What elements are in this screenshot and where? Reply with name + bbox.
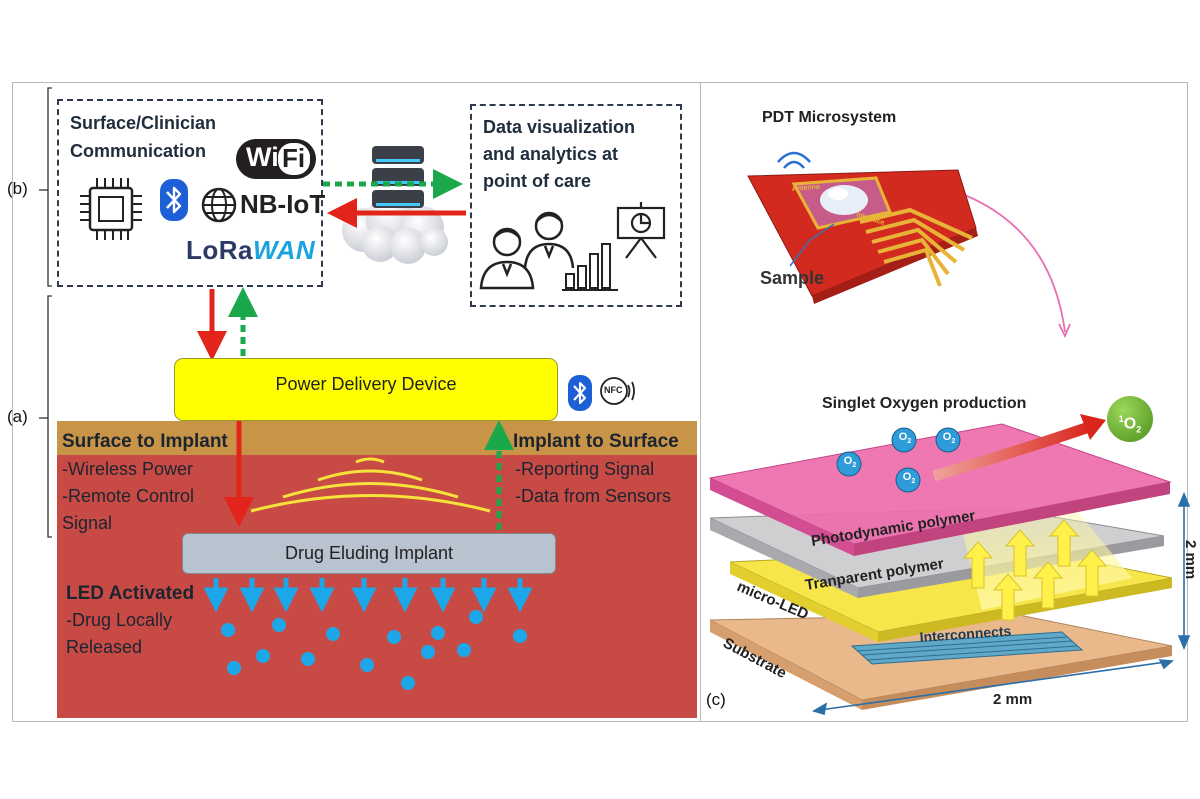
- drug-dot: [457, 643, 471, 657]
- nfc-label: NFC: [604, 385, 623, 395]
- dimension-height: 2 mm: [1182, 540, 1198, 579]
- wifi-logo-text-b: Fi: [282, 143, 306, 173]
- panel-label-a: (a): [7, 407, 28, 426]
- o2-sub: 2: [911, 478, 916, 486]
- presentation-icon: [616, 202, 666, 259]
- bluetooth-icon-device: [568, 375, 592, 411]
- sample-label: Sample: [760, 268, 825, 288]
- bar-chart-icon: [562, 243, 618, 291]
- drug-dot: [227, 661, 241, 675]
- o2-o: O: [843, 455, 853, 467]
- led-activated-item: Released: [66, 637, 143, 657]
- drug-dot: [221, 623, 235, 637]
- singlet-o2-pre: 1: [1118, 414, 1124, 424]
- drug-dot: [469, 610, 483, 624]
- singlet-oxygen-label: Singlet Oxygen production: [822, 395, 1027, 412]
- power-delivery-device: Power Delivery Device: [174, 358, 558, 421]
- drug-dot: [387, 630, 401, 644]
- nbiot-label: NB-IoT: [240, 189, 326, 219]
- surface-communication-box: [57, 99, 323, 287]
- wifi-logo-badge: Fi: [278, 143, 310, 175]
- panel-divider: [700, 82, 701, 722]
- chip-antenna-label: Antenna: [792, 184, 821, 193]
- chip-icon: [80, 178, 142, 240]
- lorawan-text-a: LoRa: [186, 235, 253, 265]
- surface-to-implant-title: Surface to Implant: [62, 431, 228, 452]
- tissue-region: [57, 455, 697, 718]
- pdt-chip-illustration: Antenna Interface: [747, 151, 1071, 339]
- o2-sub: 2: [907, 438, 912, 446]
- o2-sub: 2: [951, 438, 956, 446]
- panel-brackets: [39, 87, 52, 538]
- wireless-waves: [250, 457, 491, 513]
- drug-dot: [360, 658, 374, 672]
- data-box-line1: Data visualization: [483, 117, 636, 137]
- figure-frame: [12, 82, 1188, 722]
- led-activated-item: -Drug Locally: [66, 610, 173, 630]
- drug-dot: [421, 645, 435, 659]
- drug-dot: [431, 626, 445, 640]
- implant-to-surface-item: -Reporting Signal: [515, 459, 655, 479]
- surface-to-implant-item: -Remote Control: [62, 486, 195, 506]
- lorawan-text-b: WAN: [253, 235, 316, 265]
- surface-band: [57, 421, 697, 455]
- cloud-server-icon: [342, 146, 448, 264]
- layer-interconnects: Interconnects: [919, 623, 1012, 645]
- implant-label: Drug Eluding Implant: [284, 543, 454, 563]
- singlet-o2-o: O: [1123, 415, 1137, 433]
- o2-o: O: [902, 471, 912, 483]
- drug-dot: [401, 676, 415, 690]
- drug-dot: [301, 652, 315, 666]
- led-activated-title: LED Activated: [66, 583, 195, 604]
- dimension-width: 2 mm: [993, 691, 1032, 708]
- pdt-layer-stack: Photodynamic polymer Tranparent polymer …: [708, 414, 1198, 716]
- panel-label-b: (b): [7, 179, 28, 198]
- singlet-o2-icon: 1O2: [1107, 396, 1153, 442]
- o2-molecule-label: O2: [895, 431, 915, 445]
- drug-dot: [272, 618, 286, 632]
- implant-to-surface-item: -Data from Sensors: [515, 486, 672, 506]
- lorawan-logo: LoRaWAN: [186, 235, 315, 266]
- surface-to-implant-item: Signal: [62, 513, 113, 533]
- nfc-icon: NFC: [600, 374, 640, 408]
- wifi-logo-text-a: Wi: [246, 142, 279, 172]
- drug-dot: [256, 649, 270, 663]
- data-box-line2: and analytics at: [483, 144, 619, 164]
- o2-o: O: [898, 431, 908, 443]
- power-delivery-label: Power Delivery Device: [275, 374, 457, 394]
- singlet-o2-sub: 2: [1136, 424, 1142, 435]
- drug-dot: [513, 629, 527, 643]
- globe-icon: [201, 187, 237, 223]
- drug-eluding-implant: Drug Eluding Implant: [182, 533, 556, 574]
- o2-molecule-label: O2: [899, 471, 919, 485]
- drug-dot: [326, 627, 340, 641]
- o2-o: O: [942, 431, 952, 443]
- o2-sub: 2: [852, 462, 857, 470]
- clinicians-icon: [479, 211, 575, 290]
- implant-to-surface-title: Implant to Surface: [513, 431, 679, 452]
- panel-label-c: (c): [706, 690, 726, 709]
- surface-box-title-line1: Surface/Clinician: [70, 113, 217, 133]
- surface-to-implant-item: -Wireless Power: [62, 459, 194, 479]
- nfc-icon-shape: [600, 377, 635, 405]
- pdt-title: PDT Microsystem: [762, 109, 897, 126]
- o2-molecule-label: O2: [840, 455, 860, 469]
- bluetooth-icon: [160, 179, 188, 221]
- drug-release: [203, 578, 533, 690]
- data-box-line3: point of care: [483, 171, 592, 191]
- o2-molecule-label: O2: [939, 431, 959, 445]
- communication-arrows: [197, 169, 514, 530]
- wifi-logo: Wi Fi: [236, 139, 316, 179]
- surface-box-title-line2: Communication: [70, 141, 207, 161]
